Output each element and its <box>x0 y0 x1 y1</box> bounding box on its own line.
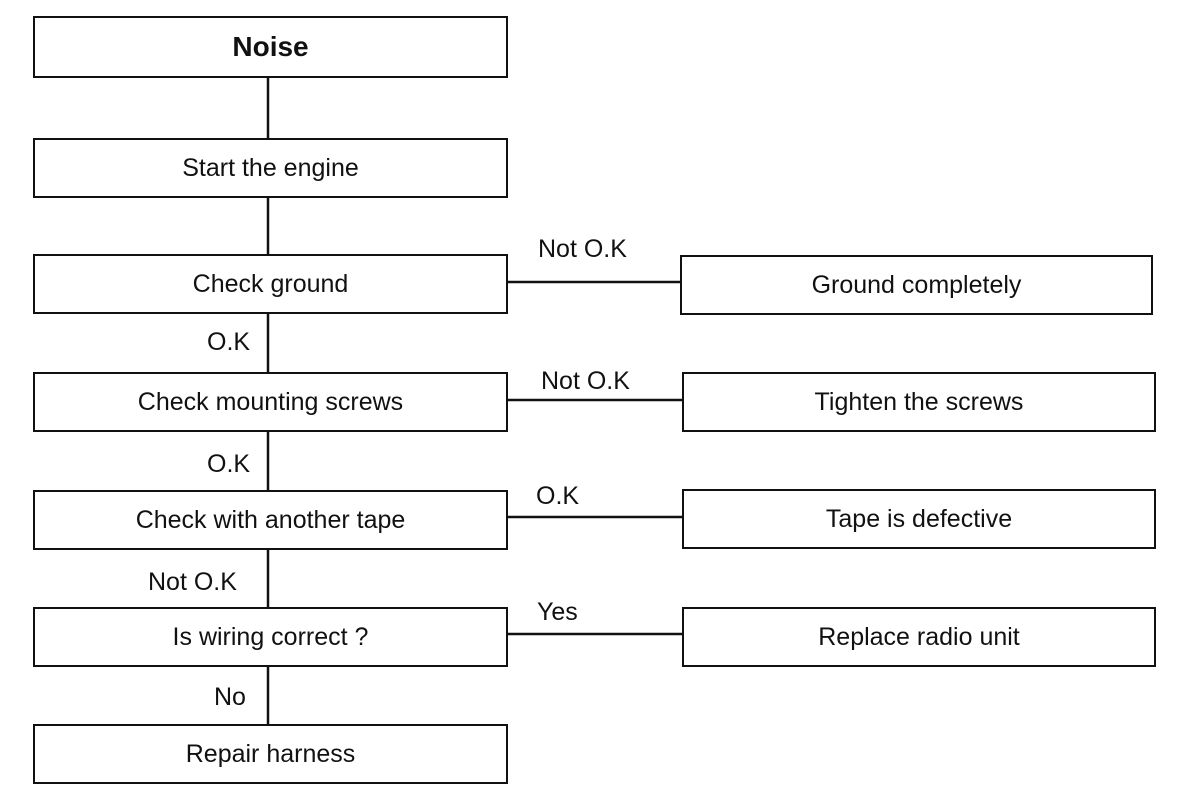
step-start-engine: Start the engine <box>33 138 508 198</box>
step-start-engine-label: Start the engine <box>182 153 359 182</box>
down-label-ground: O.K <box>207 328 251 356</box>
check-wiring: Is wiring correct ? <box>33 607 508 667</box>
result-ground-completely: Ground completely <box>680 255 1153 315</box>
down-label-wiring: No <box>214 683 246 711</box>
step-repair-harness-label: Repair harness <box>185 739 356 768</box>
branch-label-wiring: Yes <box>537 598 578 626</box>
result-tighten-screws: Tighten the screws <box>682 372 1156 432</box>
down-label-tape: Not O.K <box>148 568 237 596</box>
result-tape-defective-label: Tape is defective <box>825 504 1013 533</box>
check-another-tape: Check with another tape <box>33 490 508 550</box>
result-tape-defective: Tape is defective <box>682 489 1156 549</box>
check-mounting-screws: Check mounting screws <box>33 372 508 432</box>
branch-label-ground: Not O.K <box>538 235 627 263</box>
step-repair-harness: Repair harness <box>33 724 508 784</box>
result-ground-completely-label: Ground completely <box>811 270 1022 299</box>
result-replace-radio: Replace radio unit <box>682 607 1156 667</box>
check-ground-label: Check ground <box>192 269 349 298</box>
title-box: Noise <box>33 16 508 78</box>
check-ground: Check ground <box>33 254 508 314</box>
result-tighten-screws-label: Tighten the screws <box>814 387 1024 416</box>
check-another-tape-label: Check with another tape <box>135 505 406 534</box>
branch-label-screws: Not O.K <box>541 367 630 395</box>
down-label-screws: O.K <box>207 450 251 478</box>
branch-label-tape: O.K <box>536 482 580 510</box>
result-replace-radio-label: Replace radio unit <box>818 622 1020 651</box>
check-mounting-screws-label: Check mounting screws <box>137 387 404 416</box>
check-wiring-label: Is wiring correct ? <box>172 622 369 651</box>
title-label: Noise <box>232 31 309 62</box>
